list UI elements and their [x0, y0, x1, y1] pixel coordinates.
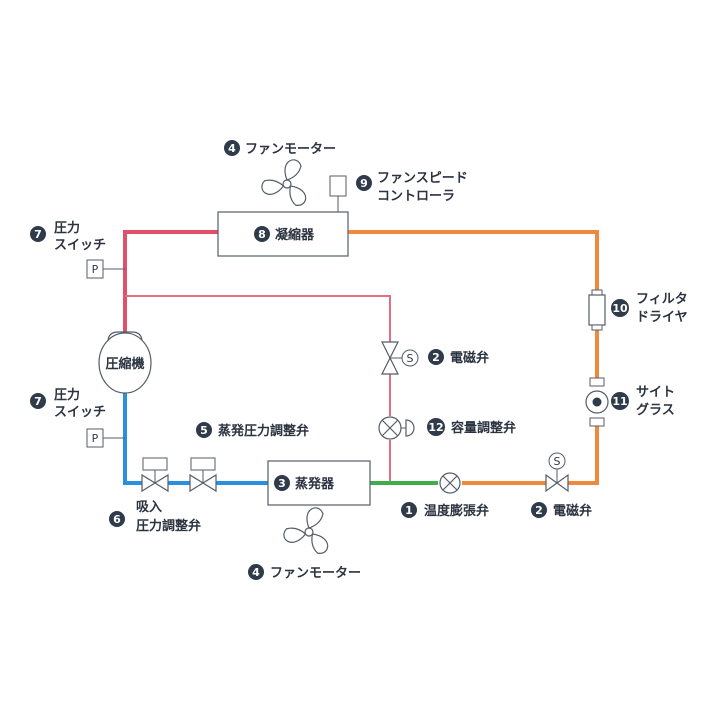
sight-glass[interactable]: 11 サイト グラス [585, 377, 675, 427]
svg-text:フィルタ: フィルタ [636, 292, 688, 307]
svg-text:S: S [554, 455, 561, 468]
svg-text:圧力: 圧力 [54, 220, 80, 236]
hot-gas-bypass-line [125, 295, 391, 482]
svg-text:圧力: 圧力 [54, 387, 80, 403]
svg-text:容量調整弁: 容量調整弁 [450, 420, 516, 436]
compressor[interactable]: 圧縮機 [98, 331, 152, 394]
svg-text:11: 11 [612, 395, 627, 408]
svg-text:5: 5 [200, 424, 208, 437]
svg-text:P: P [92, 263, 99, 276]
svg-text:10: 10 [612, 302, 628, 315]
liquid-line [348, 230, 599, 485]
svg-text:スイッチ: スイッチ [54, 405, 106, 420]
evaporator-number: 3 [278, 477, 286, 490]
svg-text:電磁弁: 電磁弁 [553, 503, 592, 519]
filter-dryer[interactable]: 10 フィルタ ドライヤ [588, 289, 688, 331]
condenser[interactable]: 8 凝縮器 [217, 211, 349, 257]
svg-text:圧力調整弁: 圧力調整弁 [136, 518, 201, 534]
condenser-number: 8 [258, 228, 266, 241]
svg-text:2: 2 [432, 351, 440, 364]
fan-icon-top [261, 159, 307, 206]
compressor-label: 圧縮機 [105, 356, 144, 372]
fan-speed-controller[interactable]: 9 ファンスピード コントローラ [329, 171, 468, 204]
suction-pressure-valve[interactable]: 6 吸入 圧力調整弁 [109, 457, 201, 534]
suction-line [123, 392, 268, 485]
discharge-pipe [123, 230, 218, 332]
condenser-label: 凝縮器 [275, 227, 315, 243]
svg-text:電磁弁: 電磁弁 [450, 350, 489, 366]
svg-text:S: S [407, 352, 414, 365]
svg-text:蒸発圧力調整弁: 蒸発圧力調整弁 [218, 423, 309, 439]
svg-text:吸入: 吸入 [136, 500, 162, 515]
fan-speed-label-2: コントローラ [377, 189, 455, 204]
evaporator-pressure-valve[interactable]: 5 蒸発圧力調整弁 [189, 422, 309, 493]
expansion-valve[interactable]: 1 温度膨張弁 [401, 472, 489, 519]
svg-text:7: 7 [34, 228, 42, 241]
capacity-control-valve[interactable]: 12 容量調整弁 [378, 416, 516, 440]
svg-text:6: 6 [113, 513, 121, 526]
svg-text:2: 2 [535, 504, 543, 517]
pressure-switch-bottom[interactable]: P 7 圧力 スイッチ [30, 387, 125, 448]
solenoid-valve-bottom[interactable]: S 2 電磁弁 [531, 452, 592, 519]
fan-speed-label-1: ファンスピード [377, 171, 468, 186]
fan-speed-number: 9 [360, 177, 368, 190]
svg-text:4: 4 [228, 142, 236, 155]
svg-text:7: 7 [34, 395, 42, 408]
fan-motor-bottom-label: 4 ファンモーター [248, 564, 361, 581]
fan-motor-top-label: 4 ファンモーター [224, 140, 336, 157]
svg-text:温度膨張弁: 温度膨張弁 [424, 503, 489, 519]
solenoid-valve-bypass[interactable]: S 2 電磁弁 [381, 341, 489, 375]
svg-text:グラス: グラス [636, 402, 675, 418]
svg-text:ファンモーター: ファンモーター [245, 142, 336, 157]
svg-text:スイッチ: スイッチ [54, 238, 106, 253]
svg-text:ドライヤ: ドライヤ [636, 310, 688, 325]
svg-text:サイト: サイト [636, 385, 675, 400]
fan-icon-bottom [283, 507, 329, 554]
svg-text:4: 4 [252, 566, 260, 579]
svg-text:12: 12 [428, 421, 443, 434]
evaporator-label: 蒸発器 [295, 476, 335, 492]
svg-text:ファンモーター: ファンモーター [270, 566, 361, 581]
svg-text:P: P [92, 432, 99, 445]
svg-text:1: 1 [405, 504, 413, 517]
pressure-switch-top[interactable]: P 7 圧力 スイッチ [30, 220, 125, 279]
evaporator[interactable]: 3 蒸発器 [267, 460, 371, 506]
